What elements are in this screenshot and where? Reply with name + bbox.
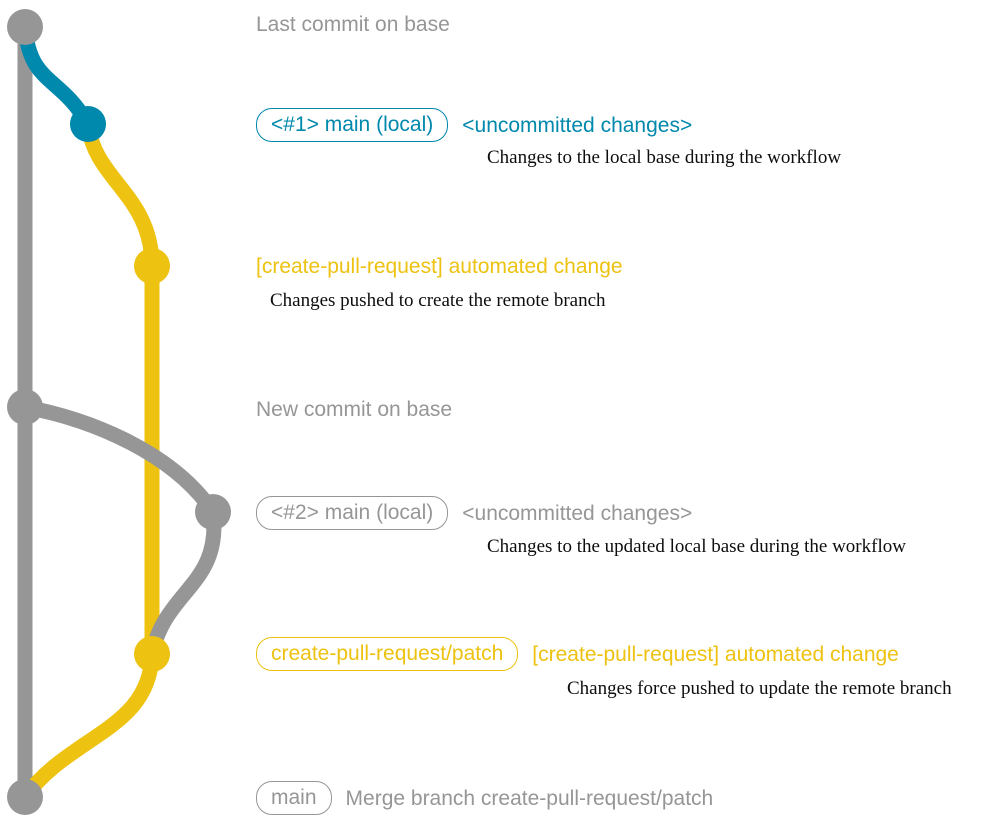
commit-message-5: <uncommitted changes> [462, 501, 693, 525]
commit-node-base-1[interactable] [7, 9, 43, 45]
ref-badge-main[interactable]: main [256, 781, 332, 815]
commit-node-base-3[interactable] [7, 779, 43, 815]
commit-subtext-2: Changes to the local base during the wor… [487, 147, 842, 168]
commit-row-3: [create-pull-request] automated change [256, 256, 623, 277]
commit-row-4: New commit on base [256, 399, 452, 420]
commit-subtext-3: Changes pushed to create the remote bran… [270, 290, 606, 311]
commit-subtext-5: Changes to the updated local base during… [487, 536, 906, 557]
ref-badge-create-pull-request-patch[interactable]: create-pull-request/patch [256, 637, 519, 671]
commit-message-7: Merge branch create-pull-request/patch [345, 786, 714, 810]
edge-merge-node-to-patch [144, 504, 222, 662]
ref-badge-main-local-1[interactable]: <#1> main (local) [256, 108, 449, 142]
commit-node-patch-1[interactable] [134, 248, 170, 284]
commit-node-base-2[interactable] [7, 389, 43, 425]
commit-node-local-2[interactable] [195, 494, 231, 530]
commit-node-patch-2[interactable] [134, 636, 170, 672]
commit-subtext-6: Changes force pushed to update the remot… [567, 678, 952, 699]
edge-local-to-patch [80, 116, 160, 274]
edge-base-to-merge-node [17, 399, 221, 520]
ref-badge-main-local-2[interactable]: <#2> main (local) [256, 496, 449, 530]
commit-row-2: <#1> main (local) <uncommitted changes> [256, 108, 692, 142]
commit-row-6: create-pull-request/patch [create-pull-r… [256, 637, 899, 671]
commit-row-5: <#2> main (local) <uncommitted changes> [256, 496, 692, 530]
commit-row-7: main Merge branch create-pull-request/pa… [256, 781, 713, 815]
commit-row-1: Last commit on base [256, 14, 450, 35]
commit-message-1: Last commit on base [256, 13, 450, 36]
commit-node-local-1[interactable] [70, 106, 106, 142]
commit-message-3: [create-pull-request] automated change [256, 255, 623, 278]
commit-message-2: <uncommitted changes> [462, 113, 693, 137]
edge-patch-merge-to-base [17, 646, 160, 805]
commit-message-6: [create-pull-request] automated change [532, 642, 899, 666]
commit-message-4: New commit on base [256, 398, 453, 421]
